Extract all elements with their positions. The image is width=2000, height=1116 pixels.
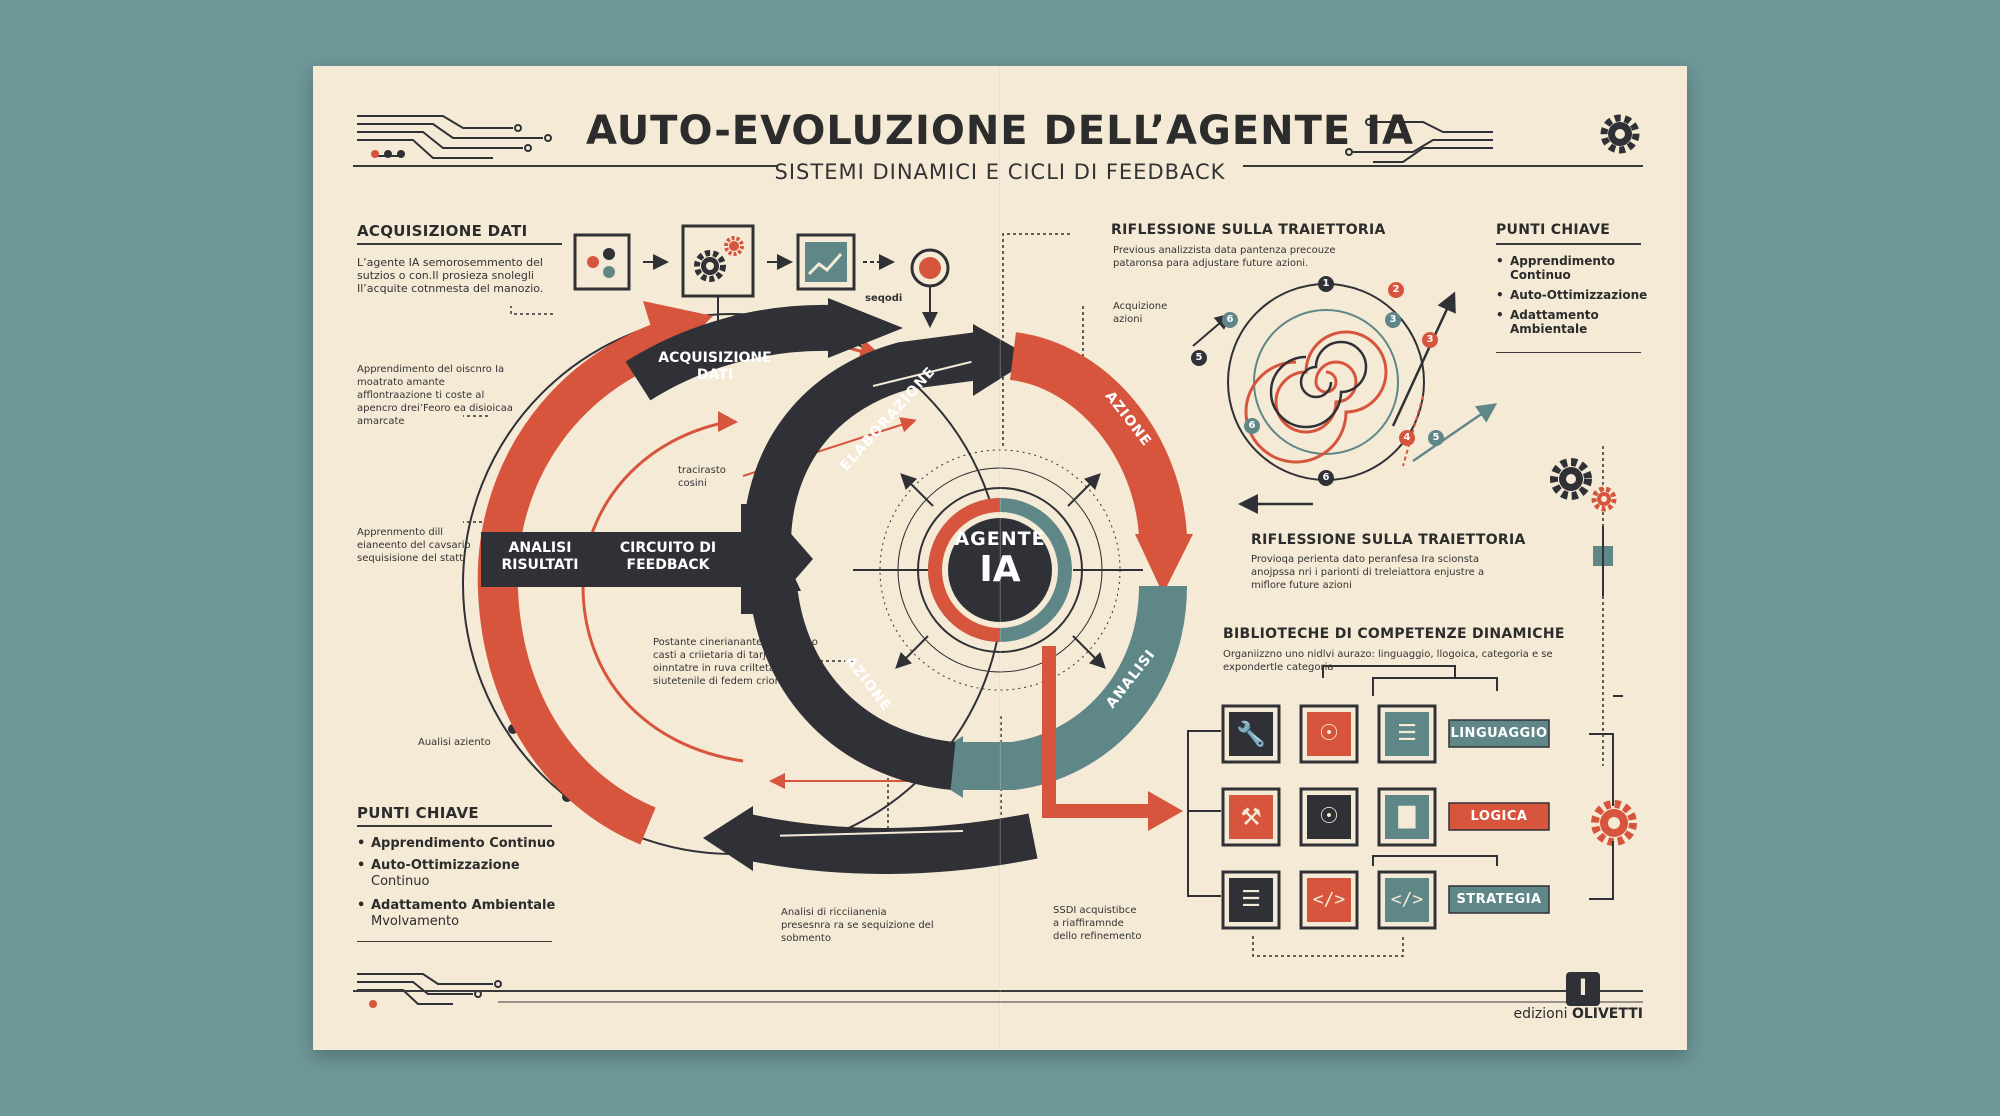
- postante-note: Postante cinerianante preseste o casti a…: [653, 637, 818, 687]
- category-strategia: STRATEGIA: [1456, 892, 1542, 907]
- process-icon-row: [573, 224, 950, 328]
- spiral-step-badge: 1: [1318, 276, 1334, 292]
- spiral-step-badge: 6: [1222, 312, 1238, 328]
- category-logica: LOGICA: [1470, 809, 1528, 824]
- acquisizione-heading: ACQUISIZIONE DATI: [357, 222, 528, 240]
- brain-icon: ☉: [1319, 721, 1339, 746]
- list-item: Auto-Ottimizzazione: [1496, 288, 1656, 302]
- riflessione2-text: Provioqa perienta dato peranfesa Ira sci…: [1251, 554, 1485, 591]
- spiral-step-badge: 6: [1318, 470, 1334, 486]
- rule: [1496, 352, 1641, 353]
- spiral-step-badge: 2: [1388, 282, 1404, 298]
- spiral-step-badge: 6: [1244, 418, 1260, 434]
- olivetti-logo-icon: I: [1566, 972, 1600, 1006]
- wrench-icon: ⚒: [1240, 803, 1262, 831]
- category-tiles: [1221, 704, 1437, 930]
- apprendimento-note: Apprendimento del oiscnro Ia moatrato am…: [357, 364, 513, 427]
- spiral-step-badge: 5: [1428, 430, 1444, 446]
- analisi-ricc-note: Analisi di ricciianenia presesnra ra se …: [781, 907, 934, 944]
- rule: [357, 941, 552, 942]
- punti-chiave-right-heading: PUNTI CHIAVE: [1496, 222, 1611, 238]
- biblioteche-text: Organiizzno uno nidlvi aurazo: linguaggi…: [1223, 649, 1553, 673]
- list-item: Apprendimento Continuo: [357, 836, 587, 852]
- spiral-trajectory: [1192, 283, 1498, 514]
- analisi-azienti-note: Aualisi aziento: [418, 737, 491, 748]
- page-title: AUTO-EVOLUZIONE DELL’AGENTE IA: [585, 108, 1415, 154]
- acquisizione-text: L’agente IA semorosemmento del sutzios o…: [357, 256, 544, 295]
- wrench-icon: 🔧: [1236, 720, 1266, 748]
- rule: [1496, 243, 1641, 245]
- riflessione-heading: RIFLESSIONE SULLA TRAIETTORIA: [1111, 222, 1386, 238]
- poster: AUTO-EVOLUZIONE DELL’AGENTE IA SISTEMI D…: [313, 66, 1687, 1050]
- gear-icon-process: [694, 250, 726, 282]
- database-icon: ☰: [1241, 887, 1261, 912]
- category-linguaggio: LINGUAGGIO: [1450, 726, 1548, 741]
- circuit-decoration-bottom-left: [357, 973, 502, 1005]
- seqodi-label: seqodi: [865, 293, 903, 304]
- gear-icon-right-mid: [1550, 458, 1592, 500]
- dots-decoration: [371, 150, 405, 158]
- spiral-step-badge: 4: [1399, 430, 1415, 446]
- gear-icon-top-right: [1600, 114, 1640, 154]
- publisher-credit: edizioni OLIVETTI: [1513, 1006, 1643, 1022]
- agente-ia-hub: AGENTE IA: [954, 528, 1046, 590]
- biblioteche-heading: BIBLIOTECHE DI COMPETENZE DINAMICHE: [1223, 626, 1565, 642]
- riflessione-text: Previous analizzista data pantenza preco…: [1113, 245, 1336, 269]
- bar-chart-icon: ▇: [1398, 804, 1416, 829]
- dotted-grid: [1593, 526, 1613, 596]
- spiral-step-badge: 3: [1422, 332, 1438, 348]
- rule: [357, 825, 552, 827]
- apprenmento-note: Apprenmento dill eianeento del cavsario …: [357, 527, 471, 564]
- code-icon: </>: [1390, 889, 1424, 910]
- gear-icon-right-bottom: [1591, 800, 1637, 846]
- spiral-step-badge: 5: [1191, 350, 1207, 366]
- circuit-decoration-top-right: [1345, 118, 1493, 163]
- punti-chiave-left-list: Apprendimento Continuo Auto-Ottimizzazio…: [357, 836, 587, 936]
- gear-icon-process-red: [724, 236, 744, 256]
- gear-icon-right-mid-red: [1591, 486, 1617, 512]
- spiral-step-badge: 3: [1385, 312, 1401, 328]
- page-subtitle: SISTEMI DINAMICI E CICLI DI FEEDBACK: [774, 160, 1226, 184]
- riflessione2-heading: RIFLESSIONE SULLA TRAIETTORIA: [1251, 532, 1526, 548]
- rule: [357, 243, 562, 245]
- code-icon: </>: [1312, 889, 1346, 910]
- punti-chiave-left-heading: PUNTI CHIAVE: [357, 804, 479, 822]
- brain-icon: ☉: [1319, 804, 1339, 829]
- chat-bubble-icon: ☰: [1397, 721, 1417, 746]
